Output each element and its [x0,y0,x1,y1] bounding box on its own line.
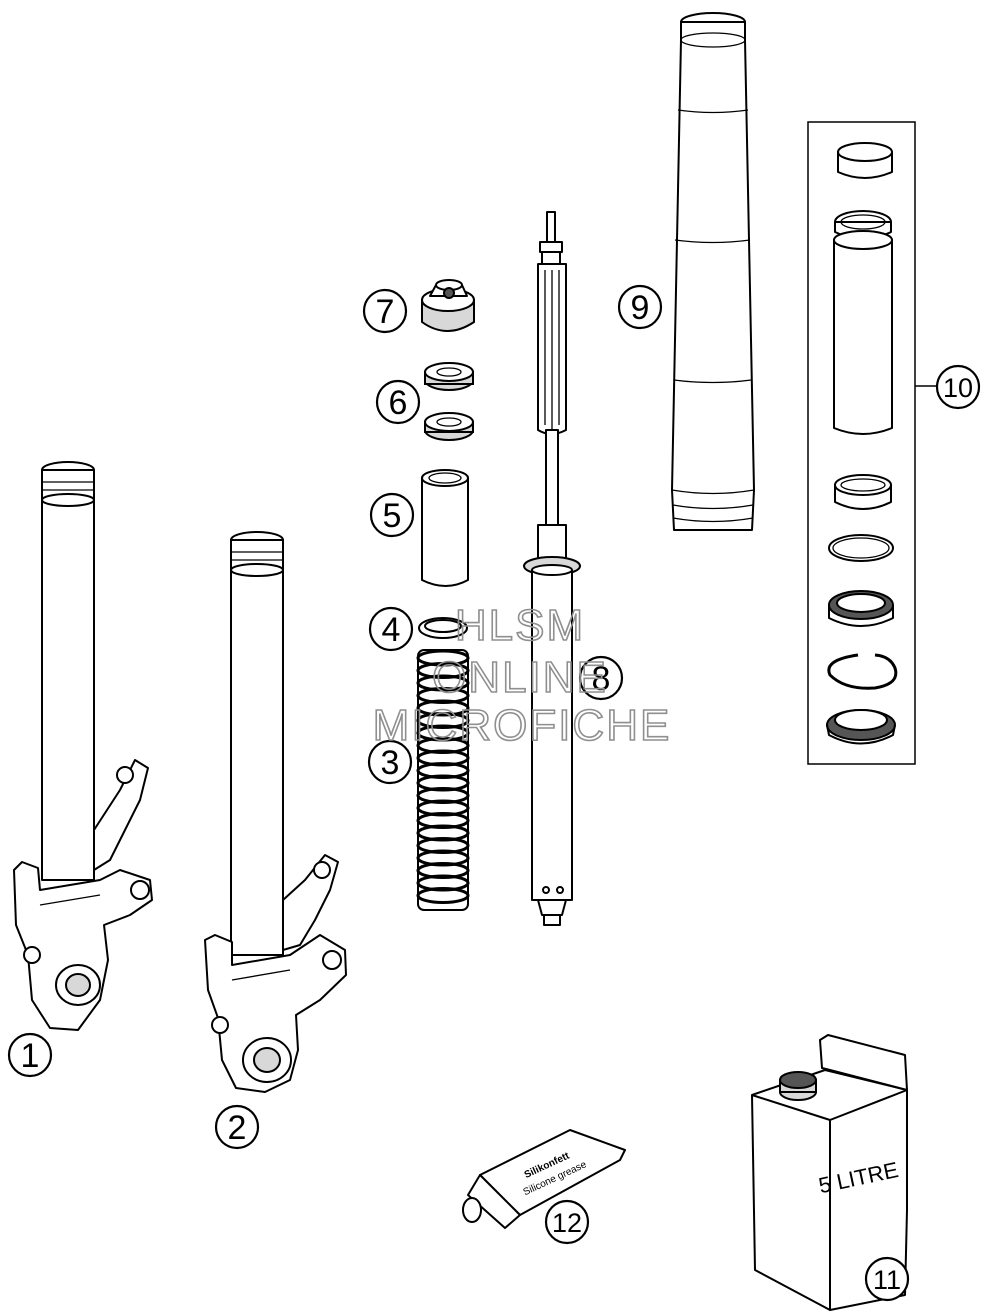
callout-circle [935,364,981,410]
callout-4: 4 [368,606,414,652]
callout-number: 6 [389,384,408,422]
callout-number: 5 [383,497,402,535]
callout-9: 9 [617,284,663,330]
part-4-ring [418,617,468,639]
watermark-line-3: MICROFICHE [373,701,672,750]
callout-5: 5 [369,492,415,538]
callout-circle [367,739,413,785]
callout-number: 3 [381,744,400,782]
callout-number: 2 [228,1109,247,1147]
callout-1: 1 [7,1032,53,1078]
callout-12: 12 [544,1199,590,1245]
callout-number: 10 [943,373,973,403]
callout-10: 10 [935,364,981,410]
callout-circle [578,655,624,701]
part-5-spacer-tube [421,469,469,587]
callout-circle [362,288,408,334]
callout-8: 8 [578,655,624,701]
part-2-fork-leg-right [204,531,347,1093]
callout-number: 8 [592,660,611,698]
callout-2: 2 [214,1104,260,1150]
callout-7: 7 [362,288,408,334]
watermark-line-2: ONLINE [432,653,608,702]
part-3-spring [416,649,470,911]
watermark-line-1: HLSM [455,601,585,650]
callout-circle [617,284,663,330]
callout-circle [369,492,415,538]
callout-number: 4 [382,611,401,649]
callout-circle [864,1256,910,1302]
callout-circle [544,1199,590,1245]
part-11-oil-can [751,1034,908,1311]
callout-6: 6 [375,379,421,425]
callout-number: 12 [552,1208,582,1238]
callout-11: 11 [864,1256,910,1302]
spring-coil [416,887,470,904]
callout-3: 3 [367,739,413,785]
callout-number: 11 [873,1265,901,1295]
part-12-grease-tube [462,1129,626,1229]
callout-circle [214,1104,260,1150]
part-7-screw-cap [421,279,475,332]
callout-number: 1 [21,1037,40,1075]
part-6-washers [424,362,474,441]
part-9-outer-tube [671,12,755,531]
part-10-seal-kit [807,121,938,765]
callout-number: 7 [376,293,395,331]
callout-circle [7,1032,53,1078]
callout-number: 9 [631,289,650,327]
callout-circle [368,606,414,652]
part-8-damper-cartridge [523,211,581,926]
callout-circle [375,379,421,425]
part-1-fork-leg-left [13,461,153,1031]
